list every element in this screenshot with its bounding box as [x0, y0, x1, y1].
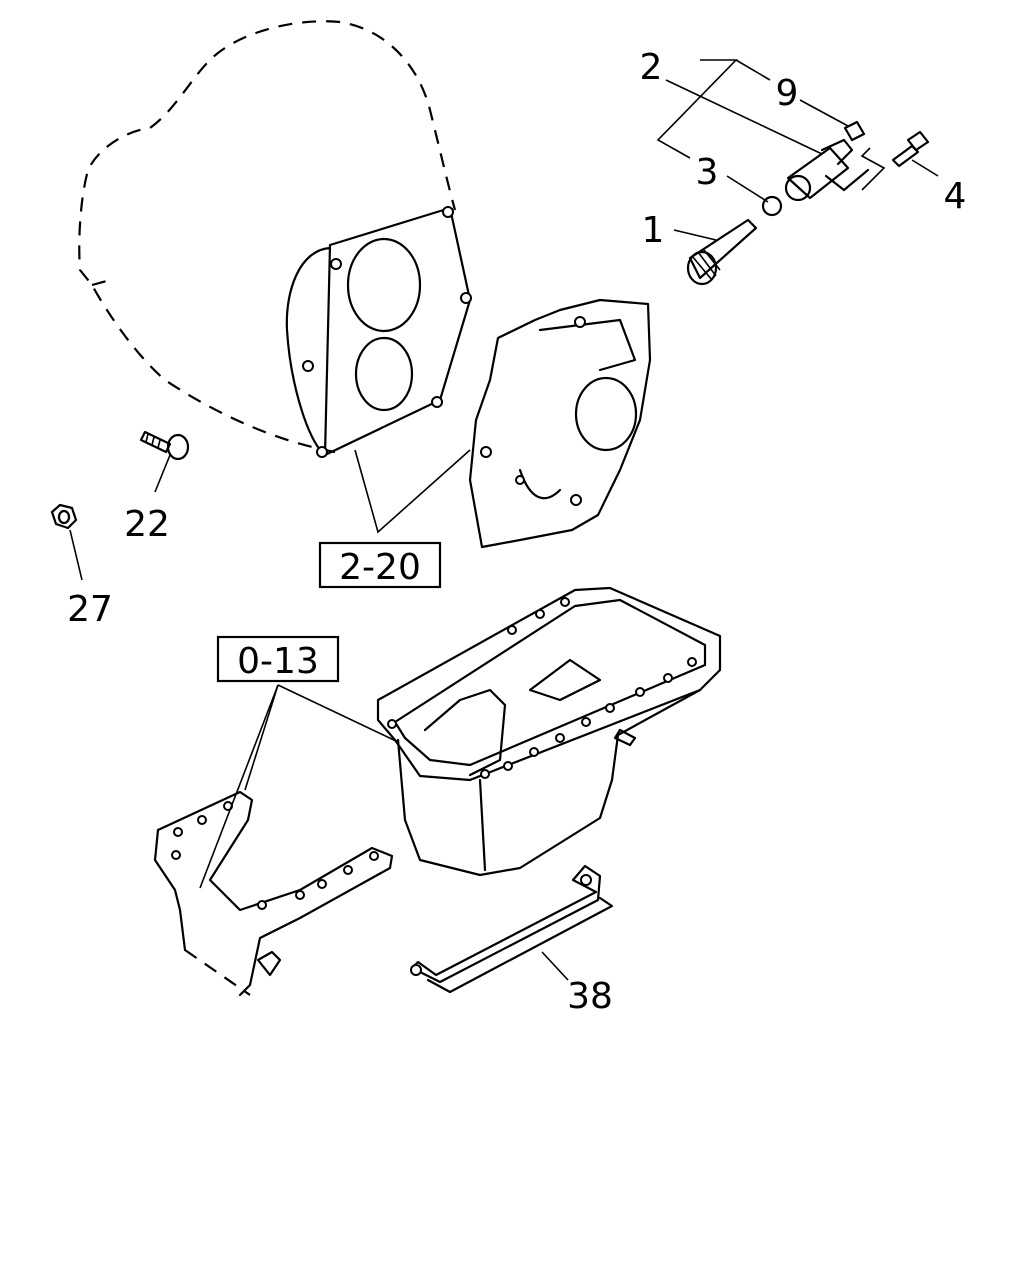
callout-38: 38: [567, 976, 613, 1017]
o-ring: [761, 195, 783, 217]
oil-pan-adapter: [153, 790, 394, 997]
callout-22: 22: [124, 504, 170, 545]
leader-lines: [69, 59, 939, 981]
hex-nut: [50, 503, 78, 530]
sleeve-bolt: [891, 130, 930, 168]
gear-sleeve: [784, 138, 870, 202]
gasket-plate: [468, 298, 652, 549]
callout-9: 9: [776, 73, 799, 114]
oil-seal: [843, 120, 866, 142]
transmission-housing: [78, 20, 457, 454]
callout-4: 4: [944, 176, 967, 217]
callout-27: 27: [67, 589, 113, 630]
callout-2: 2: [640, 47, 663, 88]
support-bracket: [410, 864, 614, 994]
reference-box-2-20[interactable]: 2-20: [318, 541, 442, 589]
driven-gear-shaft: [686, 218, 758, 286]
reference-box-0-13[interactable]: 0-13: [216, 635, 340, 683]
reference-label-0-13: 0-13: [237, 641, 319, 682]
callout-3: 3: [696, 152, 719, 193]
housing-flange: [285, 206, 472, 458]
callout-1: 1: [642, 210, 665, 251]
oil-pan: [376, 586, 722, 877]
flange-bolt: [139, 430, 190, 461]
reference-label-2-20: 2-20: [339, 547, 421, 588]
